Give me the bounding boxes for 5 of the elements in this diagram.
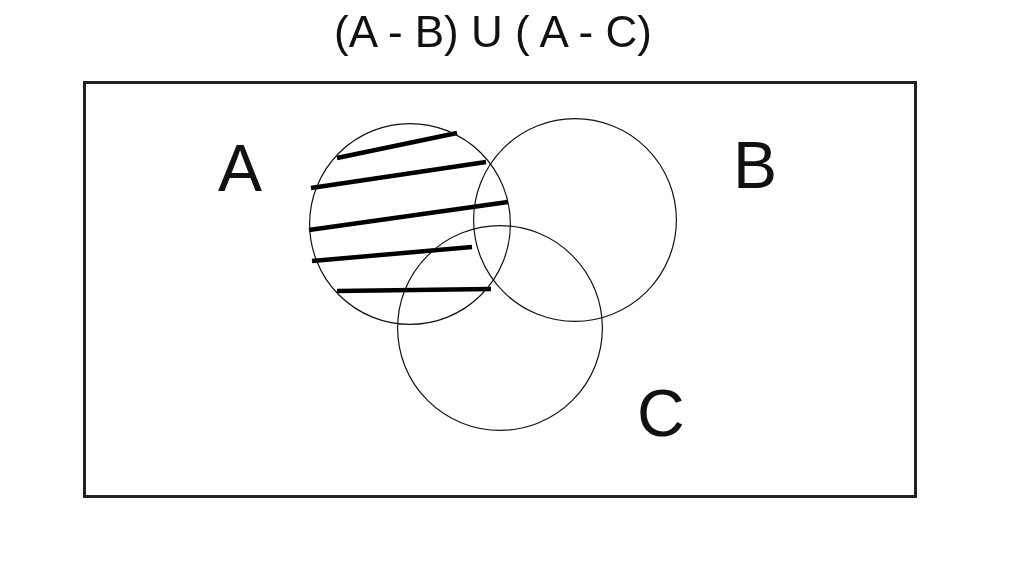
- set-label: A: [218, 135, 263, 201]
- universal-set-frame: [83, 81, 917, 498]
- set-label: B: [733, 132, 778, 198]
- diagram-title: (A - B) U ( A - C): [333, 10, 653, 54]
- set-label: C: [637, 380, 685, 446]
